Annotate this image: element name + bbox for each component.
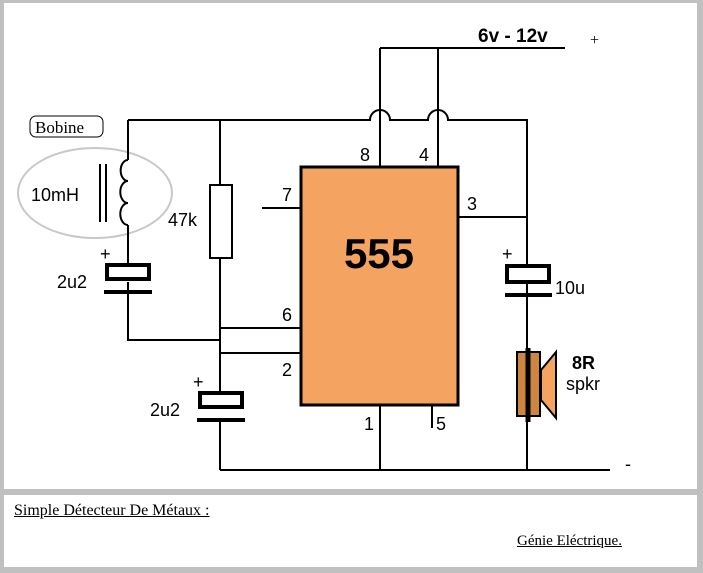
caption-title: Simple Détecteur De Métaux :	[14, 502, 210, 519]
top-wire	[128, 109, 528, 470]
pin-3-label: 3	[467, 194, 477, 214]
pin-8-label: 8	[360, 145, 370, 165]
inductor-icon	[119, 159, 129, 226]
pin-5-label: 5	[436, 414, 446, 434]
resistor-47k	[209, 184, 233, 259]
pin-6-label: 6	[282, 305, 292, 325]
resistor-label: 47k	[168, 210, 198, 230]
credit-link[interactable]: Génie Eléctrique.	[517, 533, 622, 549]
bobine-label: Bobine	[35, 118, 84, 137]
caption-panel	[4, 495, 697, 567]
pin-4-label: 4	[419, 145, 429, 165]
cap-coil-plus: +	[100, 244, 111, 264]
speaker-cone-icon	[540, 349, 557, 421]
cap-2u2-coil	[105, 263, 151, 281]
cap-2u2-timing	[198, 391, 244, 409]
inductor-label: 10mH	[31, 185, 79, 205]
cap-10u	[505, 264, 551, 284]
pin-1-label: 1	[364, 414, 374, 434]
cap-10u-plus: +	[502, 244, 513, 264]
bobine-box	[29, 115, 104, 138]
speaker-value: 8R	[572, 353, 595, 373]
circuit-diagram: 6v - 12v + 555 8 4 7 3 6 2 1 5 - + 10u 8…	[17, 26, 631, 474]
coil-highlight-ellipse	[17, 147, 173, 239]
cap-10u-label: 10u	[555, 278, 585, 298]
cap-coil-label: 2u2	[57, 272, 87, 292]
plus-label: +	[590, 32, 599, 49]
ic-555	[299, 165, 460, 407]
coil-wire	[127, 120, 220, 341]
pin-2-label: 2	[282, 360, 292, 380]
chip-label: 555	[344, 230, 414, 277]
minus-label: -	[625, 454, 631, 474]
pin-7-label: 7	[282, 185, 292, 205]
cap-timing-plus: +	[193, 372, 204, 392]
supply-label: 6v - 12v	[478, 26, 548, 47]
speaker-label: spkr	[566, 374, 600, 394]
cap-timing-label: 2u2	[150, 400, 180, 420]
